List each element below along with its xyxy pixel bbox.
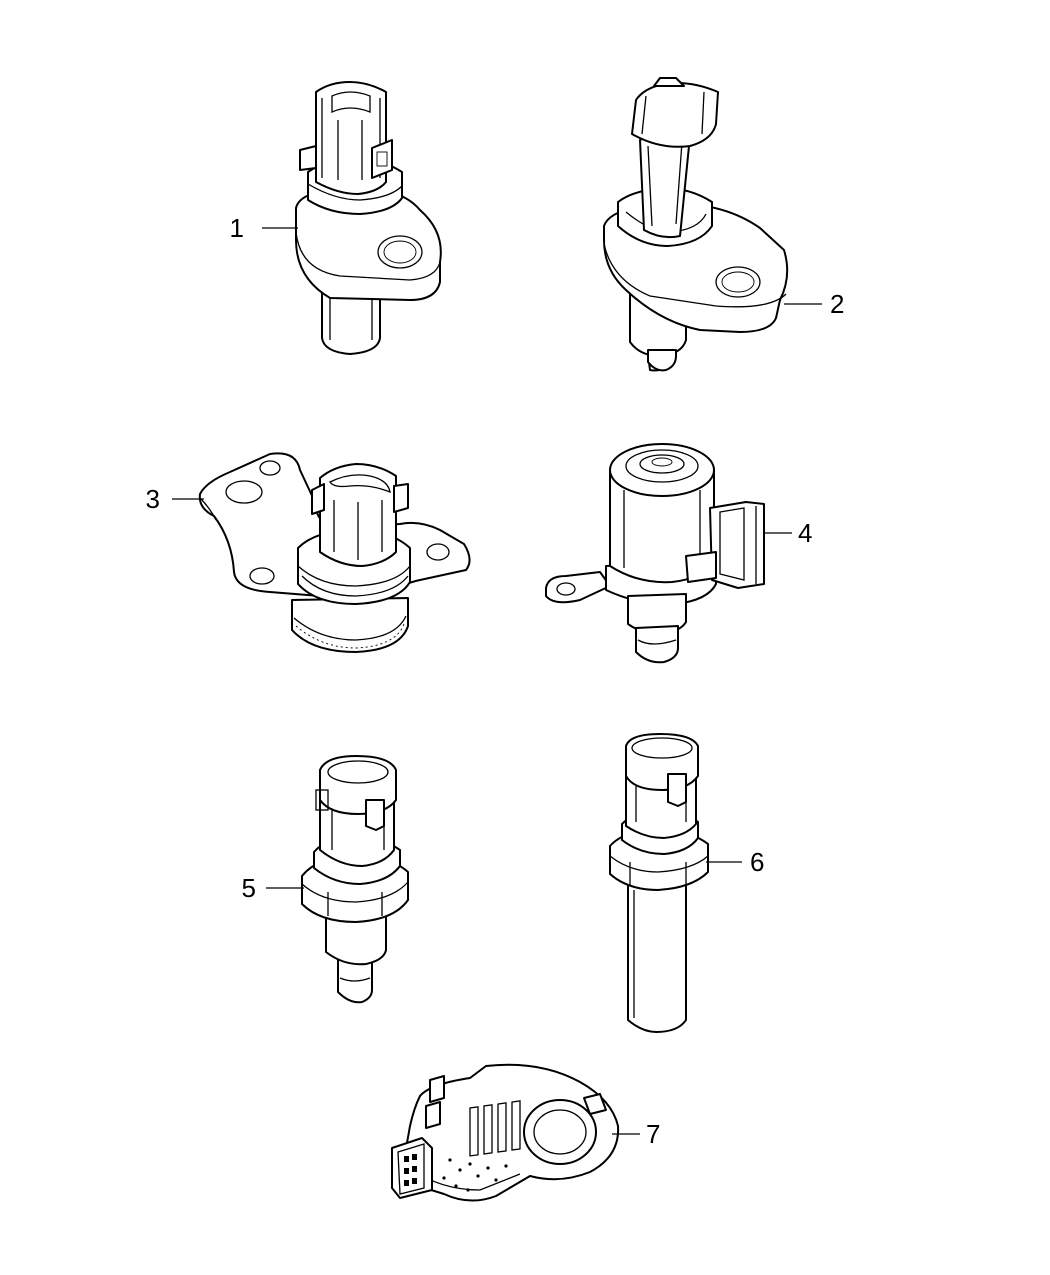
part-5-sensor: [301, 755, 409, 1004]
part-7-label: 7: [646, 1119, 660, 1149]
part-1-sensor: [295, 81, 442, 355]
part-1-label: 1: [230, 213, 244, 243]
part-3-sensor: [198, 452, 471, 653]
part-5-label: 5: [242, 873, 256, 903]
part-4-label: 4: [798, 518, 812, 548]
part-7-switch: [391, 1063, 620, 1202]
part-2-sensor: [603, 77, 789, 372]
part-4-solenoid: [545, 443, 765, 664]
part-6-sensor: [609, 733, 709, 1033]
part-2-label: 2: [830, 289, 844, 319]
part-3-label: 3: [146, 484, 160, 514]
part-6-label: 6: [750, 847, 764, 877]
